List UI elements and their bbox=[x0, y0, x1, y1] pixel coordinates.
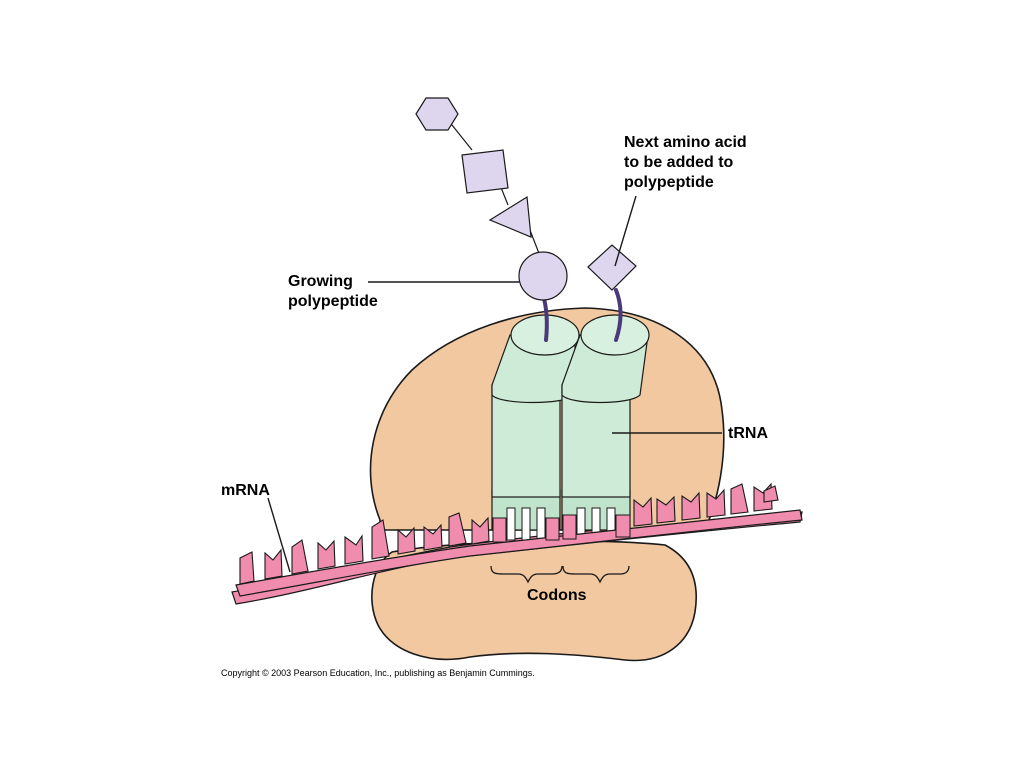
leader-next-amino-acid bbox=[614, 195, 637, 267]
base-pair bbox=[506, 507, 516, 541]
triangle-amino-acid bbox=[488, 195, 532, 238]
growing-polypeptide-label: Growing polypeptide bbox=[288, 273, 378, 310]
peptide-bond bbox=[447, 119, 473, 151]
mrna-base bbox=[730, 483, 749, 515]
mrna-codon-bases bbox=[492, 514, 631, 543]
mrna-base bbox=[633, 496, 653, 527]
mrna-base bbox=[239, 551, 255, 585]
hexagon-amino-acid bbox=[415, 97, 459, 131]
growing-polypeptide-chain bbox=[415, 97, 568, 301]
mrna-base bbox=[562, 514, 577, 540]
codon-brace-left bbox=[490, 565, 563, 584]
mrna-base bbox=[371, 519, 390, 560]
mrna-base bbox=[344, 534, 364, 565]
mrna-label: mRNA bbox=[221, 482, 270, 499]
mrna-base bbox=[317, 539, 336, 570]
square-amino-acid bbox=[461, 149, 509, 194]
trna-right-body bbox=[561, 384, 631, 498]
mrna-base bbox=[448, 512, 467, 547]
trna-label: tRNA bbox=[728, 425, 768, 442]
codon-brace-right bbox=[562, 565, 630, 584]
mrna-base bbox=[545, 517, 560, 541]
mrna-base bbox=[615, 514, 631, 538]
mrna-base bbox=[681, 491, 701, 521]
mrna-base bbox=[397, 526, 416, 555]
trna-right-end bbox=[580, 314, 650, 356]
mrna-backbone-upper bbox=[235, 509, 803, 597]
mrna-base bbox=[706, 488, 726, 518]
codons-label: Codons bbox=[527, 587, 587, 604]
leader-lines bbox=[267, 195, 722, 573]
mrna-base bbox=[492, 517, 507, 543]
circle-amino-acid bbox=[518, 251, 568, 301]
mrna-base bbox=[656, 495, 676, 524]
mrna-base bbox=[763, 485, 779, 503]
mrna-base bbox=[291, 539, 309, 575]
linker-right bbox=[614, 288, 623, 342]
base-pair bbox=[521, 507, 531, 541]
leader-mrna bbox=[267, 497, 291, 573]
mrna-base bbox=[471, 516, 490, 545]
base-pair bbox=[536, 507, 546, 541]
mrna-bases bbox=[239, 482, 779, 585]
next-amino-acid-label: Next amino acid to be added to polypepti… bbox=[624, 134, 747, 191]
mrna-base bbox=[264, 548, 283, 580]
codon-base-pairs bbox=[506, 507, 616, 541]
trna-left-body bbox=[491, 384, 561, 498]
mrna-base bbox=[423, 523, 443, 551]
codon-braces bbox=[490, 565, 630, 584]
copyright-notice: Copyright © 2003 Pearson Education, Inc.… bbox=[221, 668, 535, 678]
next-amino-acid bbox=[587, 244, 637, 291]
mrna-strand bbox=[235, 482, 803, 597]
